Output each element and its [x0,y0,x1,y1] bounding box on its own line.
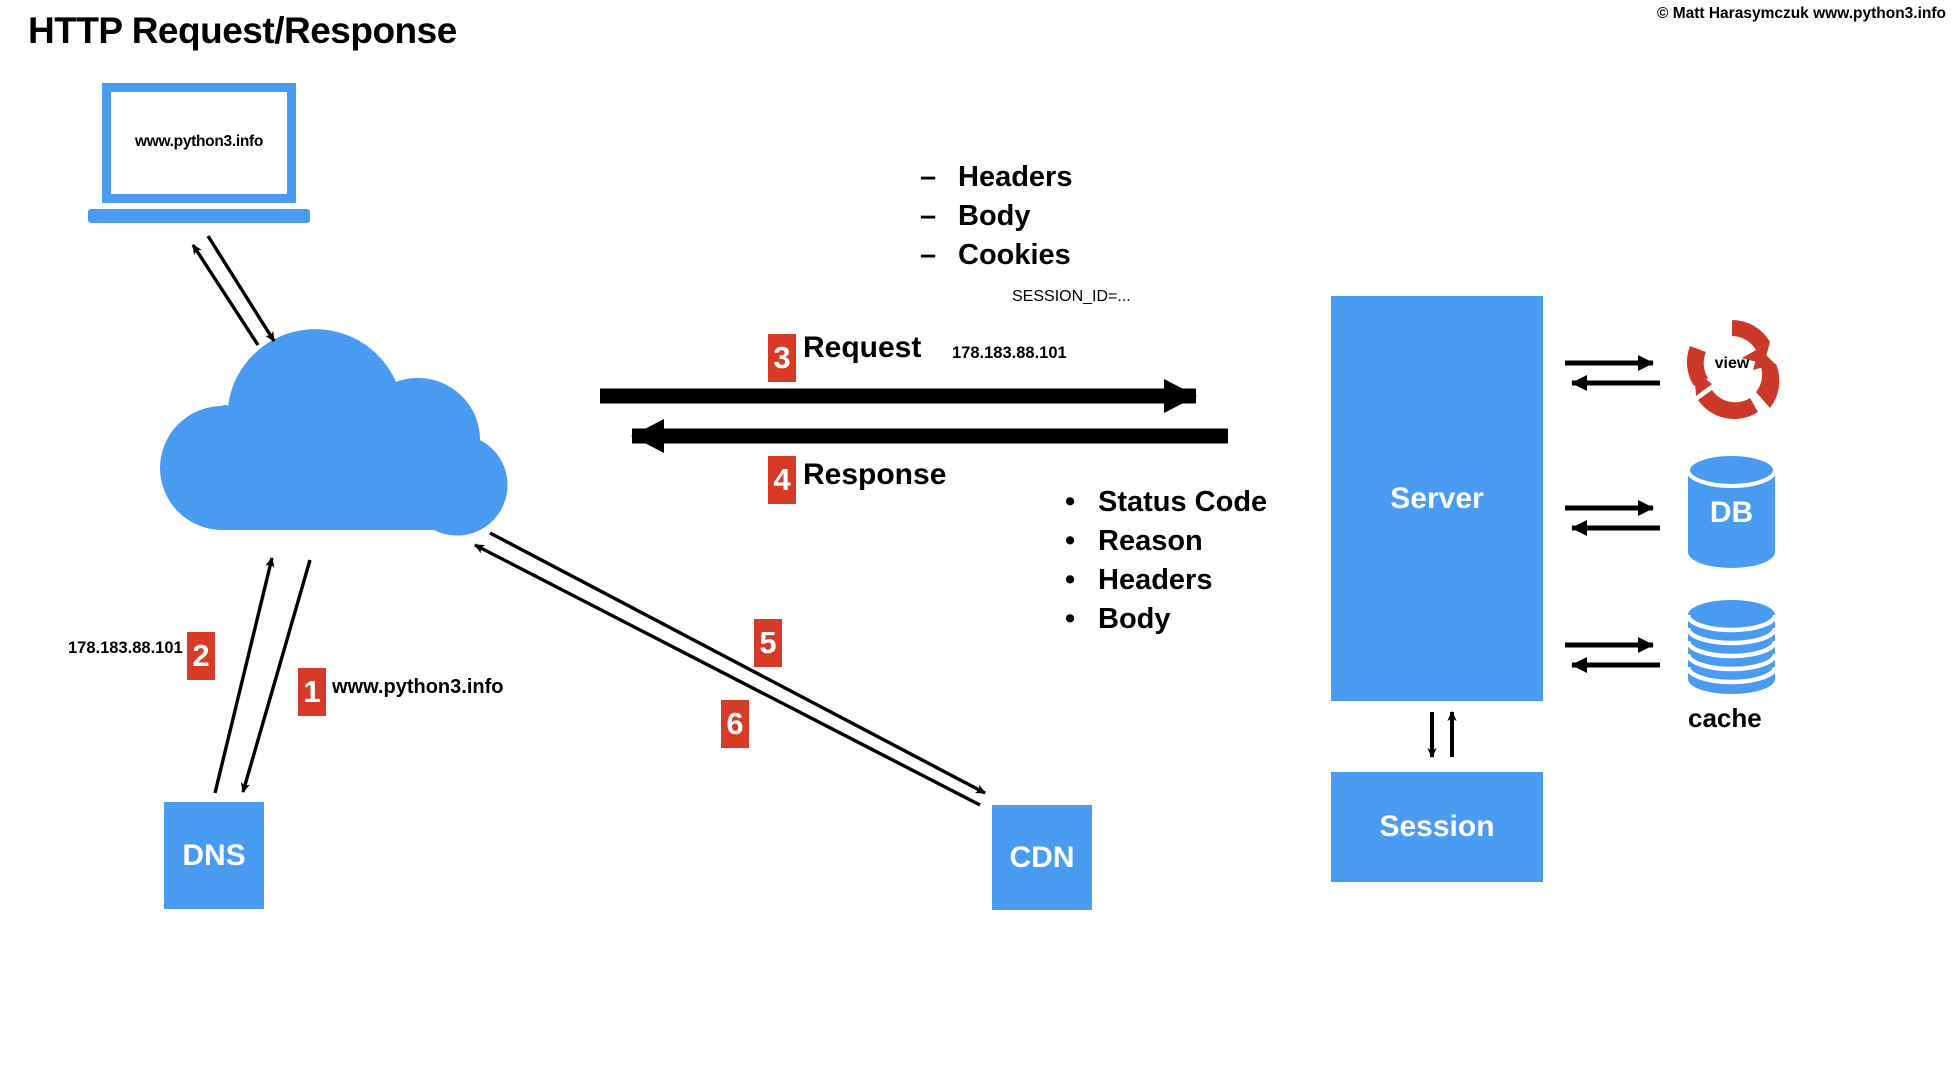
request-parts-list: – Headers – Body – Cookies [920,158,1072,275]
list-item: • Status Code [1065,483,1267,522]
cookie-example-label: SESSION_ID=... [1012,288,1131,305]
response-part-label: Body [1098,603,1171,635]
list-item: • Headers [1065,561,1267,600]
response-part-label: Status Code [1098,486,1268,518]
request-title: Request [803,331,922,364]
step-badge-4: 4 [768,456,796,504]
dns-node[interactable]: DNS [164,802,264,909]
cdn-node[interactable]: CDN [992,805,1092,910]
dash-marker-icon: – [920,161,937,193]
bullet-marker-icon: • [1065,603,1076,635]
list-item: • Body [1065,600,1267,639]
list-item: – Body [920,197,1072,236]
cache-stack-icon [1684,598,1779,696]
bullet-marker-icon: • [1065,564,1076,596]
laptop-url-label: www.python3.info [134,133,264,150]
laptop-cloud-arrow-down [206,235,276,342]
response-parts-list: • Status Code • Reason • Headers • Body [1065,483,1267,639]
cache-label: cache [1688,703,1762,733]
dash-marker-icon: – [920,239,937,271]
step-badge-3: 3 [768,334,796,382]
response-title: Response [803,458,947,491]
step-badge-6: 6 [721,700,749,748]
database-label: DB [1709,496,1754,529]
page-title: HTTP Request/Response [28,10,457,51]
cloud-cdn-arrow-down [489,531,986,795]
step-badge-5: 5 [754,619,782,667]
laptop-base [88,209,310,223]
client-laptop-icon: www.python3.info [88,83,310,223]
bullet-marker-icon: • [1065,525,1076,557]
list-item: – Headers [920,158,1072,197]
step-badge-2: 2 [187,632,215,680]
request-part-label: Headers [958,161,1073,193]
view-icon: view [1676,308,1788,420]
cloud-dns-arrow-up [213,557,275,794]
response-part-label: Reason [1098,525,1203,557]
request-ip-label: 178.183.88.101 [952,344,1067,362]
step-badge-1: 1 [298,668,326,716]
view-icon-label: view [1714,355,1750,372]
laptop-screen [102,83,296,203]
copyright-notice: © Matt Harasymczuk www.python3.info [1656,5,1946,22]
laptop-cloud-arrow-up [191,244,260,346]
cloud-cdn-arrow-up [474,543,981,807]
cloud-dns-arrow-down [240,559,312,793]
server-node[interactable]: Server [1331,296,1543,701]
list-item: • Reason [1065,522,1267,561]
session-node[interactable]: Session [1331,772,1543,882]
dns-answer-label: 178.183.88.101 [68,639,183,657]
request-part-label: Body [958,200,1031,232]
bullet-marker-icon: • [1065,486,1076,518]
list-item: – Cookies [920,236,1072,275]
request-part-label: Cookies [958,239,1071,271]
response-part-label: Headers [1098,564,1213,596]
dns-query-label: www.python3.info [332,676,504,698]
dash-marker-icon: – [920,200,937,232]
internet-cloud-icon [160,329,508,536]
database-icon: DB [1684,452,1779,570]
